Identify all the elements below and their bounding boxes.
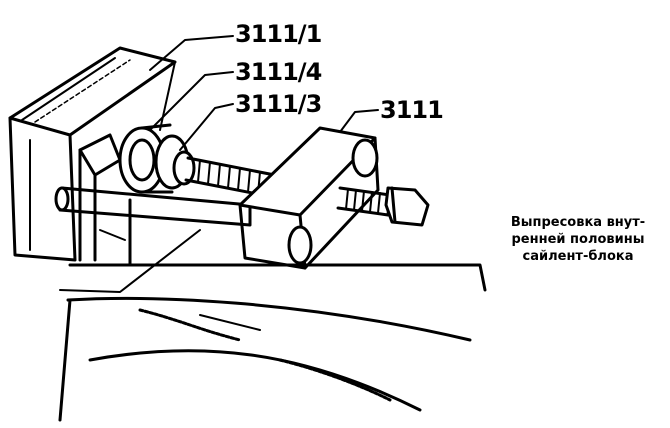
- caption-line-1: Выпресовка внут-: [510, 215, 646, 230]
- figure-caption: Выпресовка внут- ренней половины сайлент…: [488, 214, 668, 265]
- guide-rod: [54, 186, 252, 227]
- bracket-body: [78, 133, 132, 267]
- base-frame: [58, 229, 487, 422]
- leader-lines: [149, 35, 379, 151]
- label-3111: 3111: [380, 96, 444, 124]
- sleeve-3111-4: [118, 123, 174, 194]
- caption-line-2: ренней половины: [511, 232, 645, 247]
- crossbar-3111: [238, 126, 380, 270]
- label-3111-3: 3111/3: [235, 90, 322, 118]
- label-3111-1: 3111/1: [235, 20, 322, 48]
- caption-line-3: сайлент-блока: [522, 249, 634, 264]
- label-3111-4: 3111/4: [235, 58, 322, 86]
- hex-nut: [384, 186, 430, 227]
